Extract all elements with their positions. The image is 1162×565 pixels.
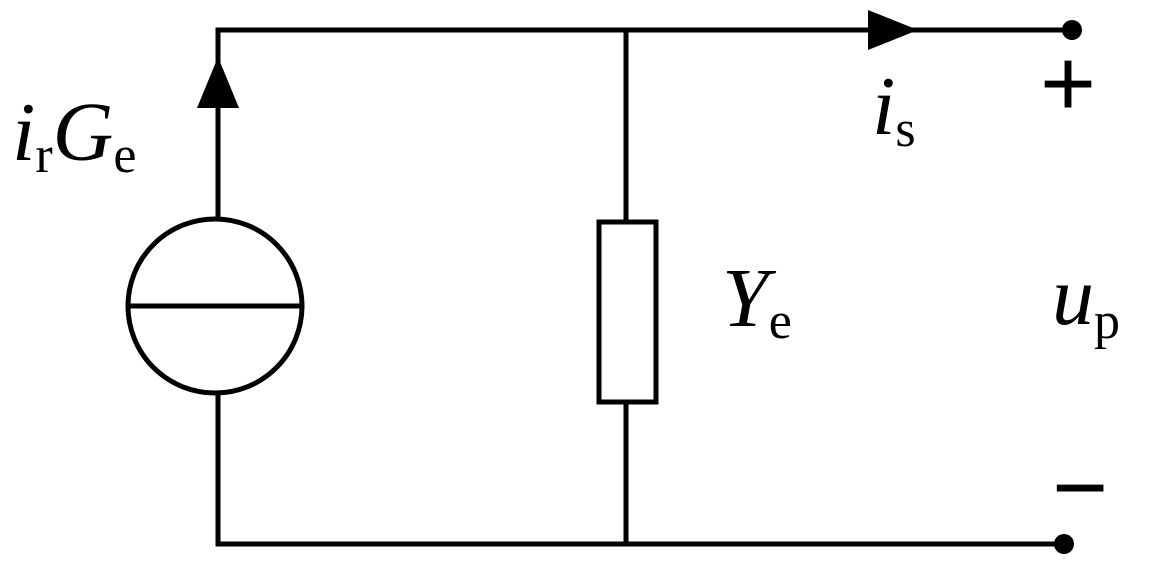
admittance-label: Ye bbox=[722, 252, 792, 350]
admittance-box-icon bbox=[596, 219, 659, 405]
current-source-icon bbox=[125, 216, 305, 396]
output-current-label: is bbox=[872, 60, 916, 158]
minus-sign: − bbox=[1052, 434, 1108, 541]
output-voltage-label: up bbox=[1052, 250, 1120, 350]
wires bbox=[215, 27, 1071, 547]
output-current-arrow-icon bbox=[868, 10, 918, 50]
terminal-top-dot-icon bbox=[1062, 20, 1082, 40]
plus-sign: + bbox=[1040, 30, 1096, 137]
source-label: irGe bbox=[12, 86, 136, 184]
terminal-bottom-dot-icon bbox=[1054, 534, 1074, 554]
source-arrow-icon bbox=[197, 57, 239, 108]
